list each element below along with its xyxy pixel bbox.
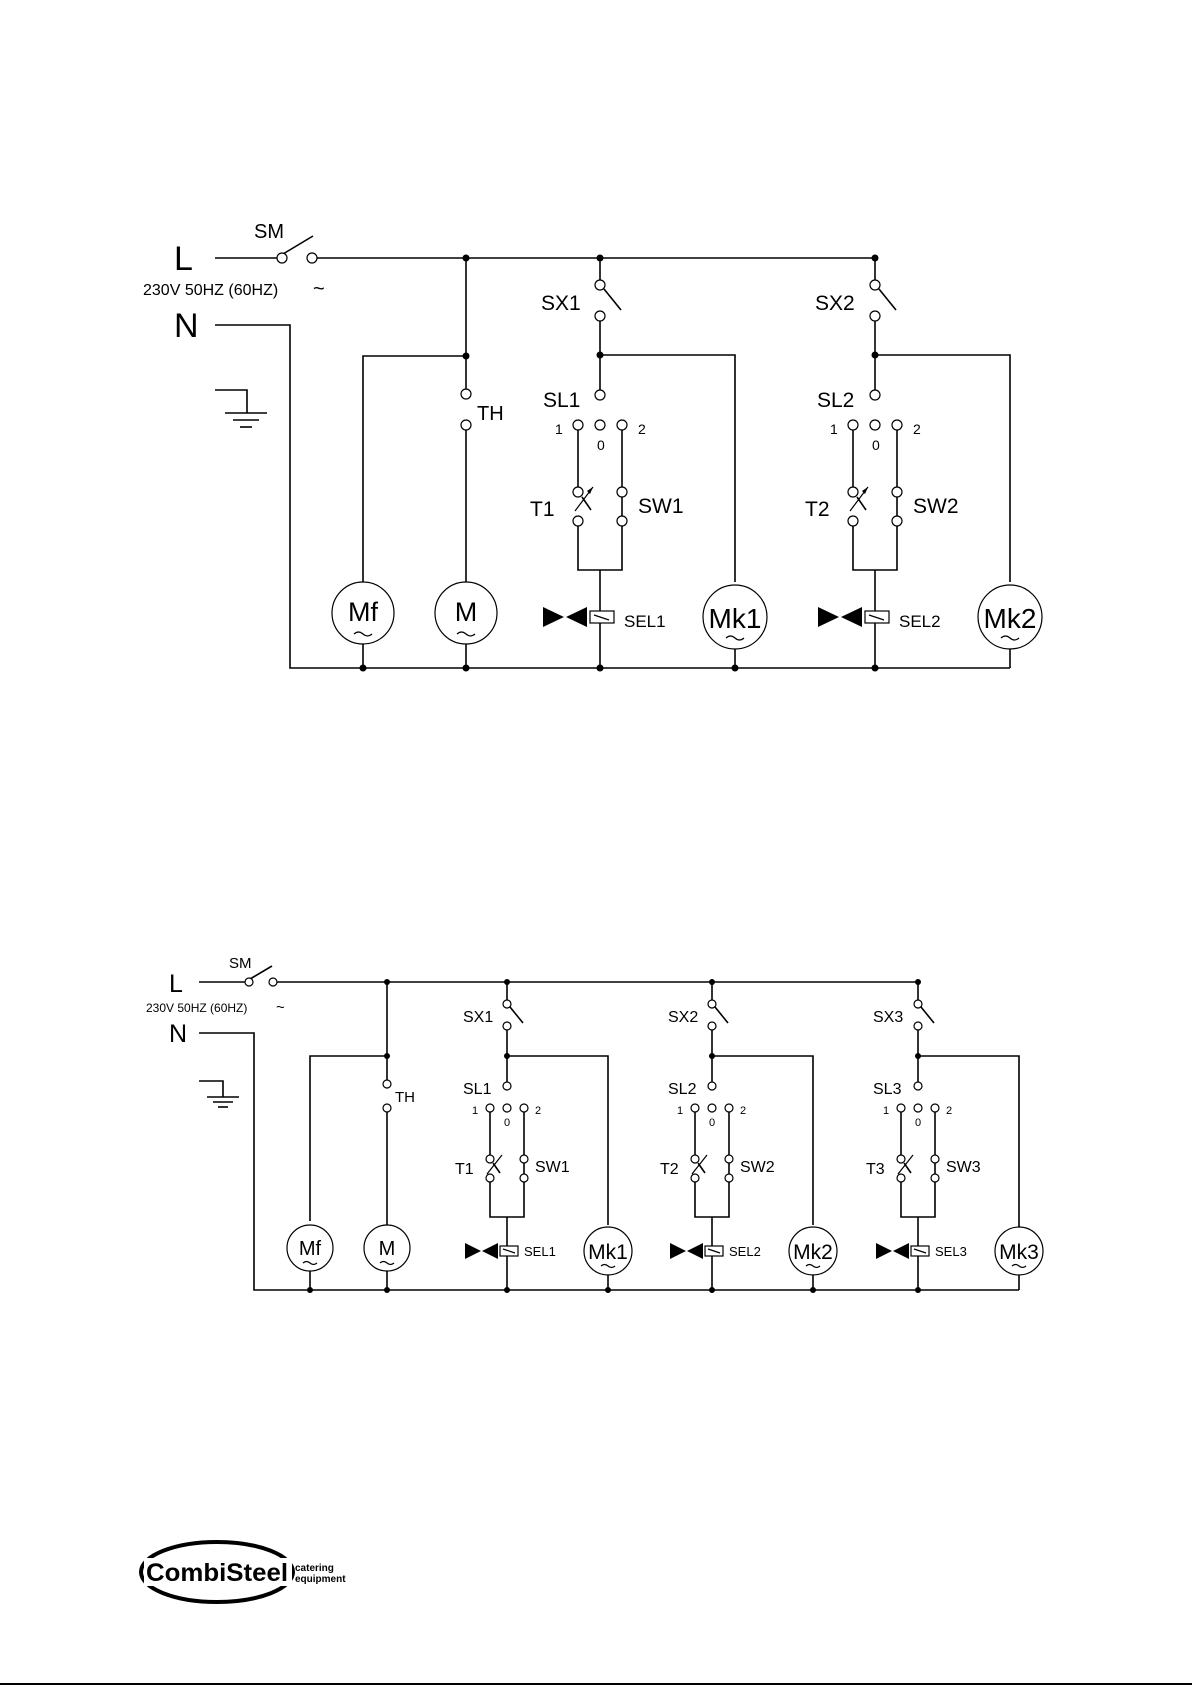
svg-text:M: M <box>379 1238 396 1260</box>
svg-text:0: 0 <box>709 1117 715 1129</box>
section-1: SX1 SL1 1 0 2 T1 SW1 <box>455 982 632 1293</box>
solenoid-valve-sel3 <box>876 1243 929 1259</box>
svg-text:SEL1: SEL1 <box>624 612 666 631</box>
svg-text:SL2: SL2 <box>817 389 854 412</box>
earth-icon <box>199 1081 239 1107</box>
svg-text:T3: T3 <box>866 1161 885 1178</box>
svg-text:SW2: SW2 <box>913 495 959 518</box>
svg-text:0: 0 <box>872 437 880 453</box>
logo-tagline-2: equipment <box>295 1574 346 1585</box>
logo-brand: CombiSteel <box>146 1559 288 1587</box>
wiring-diagram-2: L N 230V 50HZ (60HZ) ~ SM <box>146 955 1043 1293</box>
svg-text:2: 2 <box>535 1105 541 1117</box>
pump-motor-mk1: Mk1 <box>584 1227 632 1275</box>
svg-text:SW2: SW2 <box>740 1159 775 1176</box>
svg-text:Mk1: Mk1 <box>709 603 762 634</box>
solenoid-valve-sel2 <box>670 1243 723 1259</box>
svg-text:1: 1 <box>830 421 838 437</box>
solenoid-valve-sel1 <box>543 607 614 627</box>
thermostat-label: TH <box>477 403 504 425</box>
svg-text:T2: T2 <box>805 498 830 521</box>
section-3: SX3 SL3 1 0 2 T3 SW3 <box>866 982 1043 1293</box>
svg-text:1: 1 <box>677 1105 683 1117</box>
svg-text:SL2: SL2 <box>668 1081 697 1098</box>
thermostat-label: TH <box>395 1089 415 1106</box>
earth-icon <box>215 390 267 427</box>
supply-voltage-label: 230V 50HZ (60HZ) <box>143 282 278 299</box>
svg-text:Mf: Mf <box>348 597 378 627</box>
solenoid-valve-sel1 <box>465 1243 518 1259</box>
line-terminal-label: L <box>169 970 183 998</box>
solenoid-valve-sel2 <box>818 607 889 627</box>
svg-text:Mk2: Mk2 <box>984 603 1037 634</box>
switch-label: SX1 <box>541 292 581 315</box>
thermostat-th <box>383 1080 391 1112</box>
motor-m: M <box>435 582 497 644</box>
neutral-terminal-label: N <box>174 307 199 345</box>
svg-text:SEL3: SEL3 <box>935 1244 967 1259</box>
ac-symbol: ~ <box>313 278 325 300</box>
section-2: SX2 SL2 1 0 2 T2 SW2 <box>660 982 837 1293</box>
svg-text:SX1: SX1 <box>463 1009 493 1026</box>
svg-text:0: 0 <box>597 437 605 453</box>
svg-text:2: 2 <box>638 421 646 437</box>
svg-text:0: 0 <box>504 1117 510 1129</box>
section-2: SX2 SL2 1 0 2 T2 SW2 <box>805 258 1042 672</box>
svg-text:T1: T1 <box>530 498 555 521</box>
combisteel-logo: CombiSteel catering equipment <box>141 1542 346 1602</box>
svg-text:2: 2 <box>946 1105 952 1117</box>
supply-voltage-label: 230V 50HZ (60HZ) <box>146 1001 247 1015</box>
svg-text:SL3: SL3 <box>873 1081 902 1098</box>
motor-m: M <box>364 1225 410 1271</box>
svg-text:SW1: SW1 <box>535 1159 570 1176</box>
pump-motor-mk2: Mk2 <box>978 585 1042 649</box>
pump-motor-mk2: Mk2 <box>789 1227 837 1275</box>
main-switch-label: SM <box>254 221 284 243</box>
svg-text:2: 2 <box>913 421 921 437</box>
svg-text:SL1: SL1 <box>463 1081 492 1098</box>
svg-text:2: 2 <box>740 1105 746 1117</box>
svg-text:T2: T2 <box>660 1161 679 1178</box>
wiring-diagram-1: L N 230V 50HZ (60HZ) ~ SM <box>143 221 1042 672</box>
svg-text:1: 1 <box>883 1105 889 1117</box>
svg-text:SX2: SX2 <box>668 1009 698 1026</box>
section-1: SX1 SL1 1 0 2 T1 SW1 <box>530 258 767 672</box>
line-terminal-label: L <box>174 240 193 278</box>
svg-text:SW1: SW1 <box>638 495 684 518</box>
svg-text:SEL1: SEL1 <box>524 1244 556 1259</box>
main-switch-label: SM <box>229 955 252 972</box>
svg-text:1: 1 <box>472 1105 478 1117</box>
svg-text:Mk2: Mk2 <box>793 1241 833 1264</box>
pump-motor-mk3: Mk3 <box>995 1227 1043 1275</box>
svg-text:SEL2: SEL2 <box>729 1244 761 1259</box>
svg-text:Mk3: Mk3 <box>999 1241 1039 1264</box>
svg-text:1: 1 <box>555 421 563 437</box>
svg-text:M: M <box>455 597 478 627</box>
fan-motor-mf: Mf <box>287 1225 333 1271</box>
svg-text:SW3: SW3 <box>946 1159 981 1176</box>
svg-text:Mk1: Mk1 <box>588 1241 628 1264</box>
fan-motor-mf: Mf <box>332 582 394 644</box>
logo-tagline-1: catering <box>295 1563 334 1574</box>
svg-text:SEL2: SEL2 <box>899 612 941 631</box>
svg-text:Mf: Mf <box>299 1238 322 1260</box>
pump-motor-mk1: Mk1 <box>703 585 767 649</box>
thermostat-th <box>461 389 471 430</box>
svg-text:0: 0 <box>915 1117 921 1129</box>
neutral-terminal-label: N <box>169 1020 187 1048</box>
selector-label: SL1 <box>543 389 580 412</box>
svg-text:T1: T1 <box>455 1161 474 1178</box>
ac-symbol: ~ <box>276 999 285 1016</box>
svg-text:SX3: SX3 <box>873 1009 903 1026</box>
svg-text:SX2: SX2 <box>815 292 855 315</box>
